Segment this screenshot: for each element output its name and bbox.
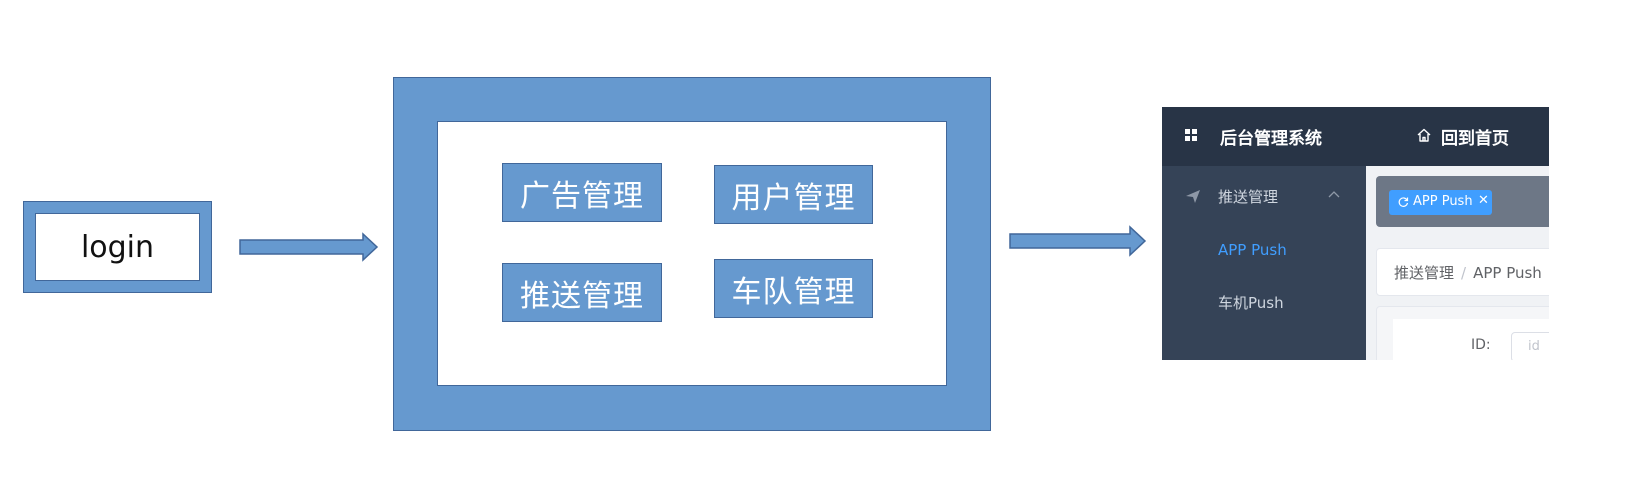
id-label: ID: — [1471, 337, 1491, 353]
tab-app-push[interactable]: APP Push ✕ — [1389, 190, 1492, 215]
menu-inner-box — [437, 121, 947, 386]
menu-item-fleet: 车队管理 — [714, 259, 873, 318]
admin-panel: 后台管理系统 回到首页 推送管理 APP Push 车机Push APP Pus… — [1162, 107, 1549, 360]
id-placeholder: id — [1528, 339, 1540, 354]
arrow-menu-to-admin — [1009, 225, 1147, 257]
breadcrumb-current: APP Push — [1473, 264, 1542, 282]
form-card: ID: id — [1393, 319, 1549, 360]
menu-item-push: 推送管理 — [502, 263, 662, 322]
login-label: login — [80, 229, 155, 265]
refresh-icon — [1398, 197, 1409, 207]
admin-content: APP Push ✕ 推送管理 / APP Push ID: id — [1366, 166, 1549, 360]
tags-bar: APP Push ✕ — [1376, 176, 1549, 227]
system-title: 后台管理系统 — [1220, 129, 1322, 149]
search-form: ID: id — [1376, 306, 1549, 360]
breadcrumb-parent[interactable]: 推送管理 — [1394, 264, 1455, 282]
chevron-up-icon[interactable] — [1328, 190, 1340, 198]
breadcrumb: 推送管理 / APP Push — [1376, 248, 1549, 296]
admin-topbar: 后台管理系统 回到首页 — [1162, 107, 1549, 166]
login-box: login — [35, 213, 200, 281]
sidebar-item-app-push[interactable]: APP Push — [1218, 241, 1287, 259]
grid-menu-icon[interactable] — [1185, 129, 1197, 141]
menu-item-ads: 广告管理 — [502, 163, 662, 222]
sidebar-group-push[interactable]: 推送管理 — [1218, 188, 1279, 206]
id-input[interactable]: id — [1511, 332, 1549, 360]
arrow-login-to-menu — [239, 232, 379, 262]
tab-label: APP Push — [1413, 194, 1473, 209]
home-icon[interactable] — [1416, 127, 1432, 143]
paper-plane-icon — [1186, 190, 1200, 203]
admin-sidebar: 推送管理 APP Push 车机Push — [1162, 166, 1366, 360]
sidebar-item-car-push[interactable]: 车机Push — [1218, 294, 1284, 312]
breadcrumb-separator: / — [1461, 264, 1467, 282]
home-link[interactable]: 回到首页 — [1441, 129, 1509, 149]
close-icon[interactable]: ✕ — [1478, 193, 1489, 208]
menu-item-users: 用户管理 — [714, 165, 873, 224]
